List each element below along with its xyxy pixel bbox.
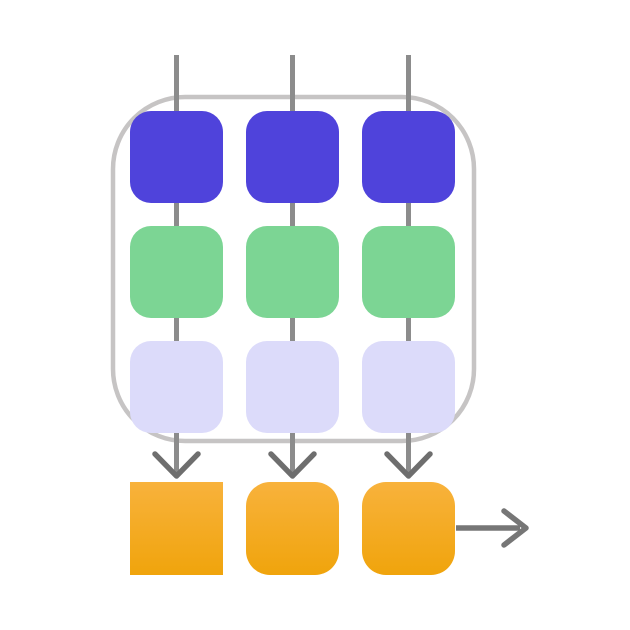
matrix-cell-r3c1 bbox=[130, 341, 223, 433]
matrix-cell-r3c3 bbox=[362, 341, 455, 433]
right-arrowhead-icon bbox=[501, 508, 529, 548]
matrix-cell-r2c3 bbox=[362, 226, 455, 318]
output-arrow-right bbox=[456, 508, 529, 548]
matrix-cell-r3c2 bbox=[246, 341, 339, 433]
matrix-cell-r1c2 bbox=[246, 111, 339, 203]
down-arrowhead-icon-col2 bbox=[268, 451, 317, 479]
matrix-cell-r1c3 bbox=[362, 111, 455, 203]
output-cell-2 bbox=[246, 482, 339, 575]
matrix-cell-r2c2 bbox=[246, 226, 339, 318]
output-cell-1 bbox=[130, 482, 223, 575]
down-arrowhead-icon-col1 bbox=[152, 451, 201, 479]
matrix-cell-r2c1 bbox=[130, 226, 223, 318]
matrix-cell-r1c1 bbox=[130, 111, 223, 203]
output-cell-3 bbox=[362, 482, 455, 575]
down-arrowhead-icon-col3 bbox=[384, 451, 433, 479]
